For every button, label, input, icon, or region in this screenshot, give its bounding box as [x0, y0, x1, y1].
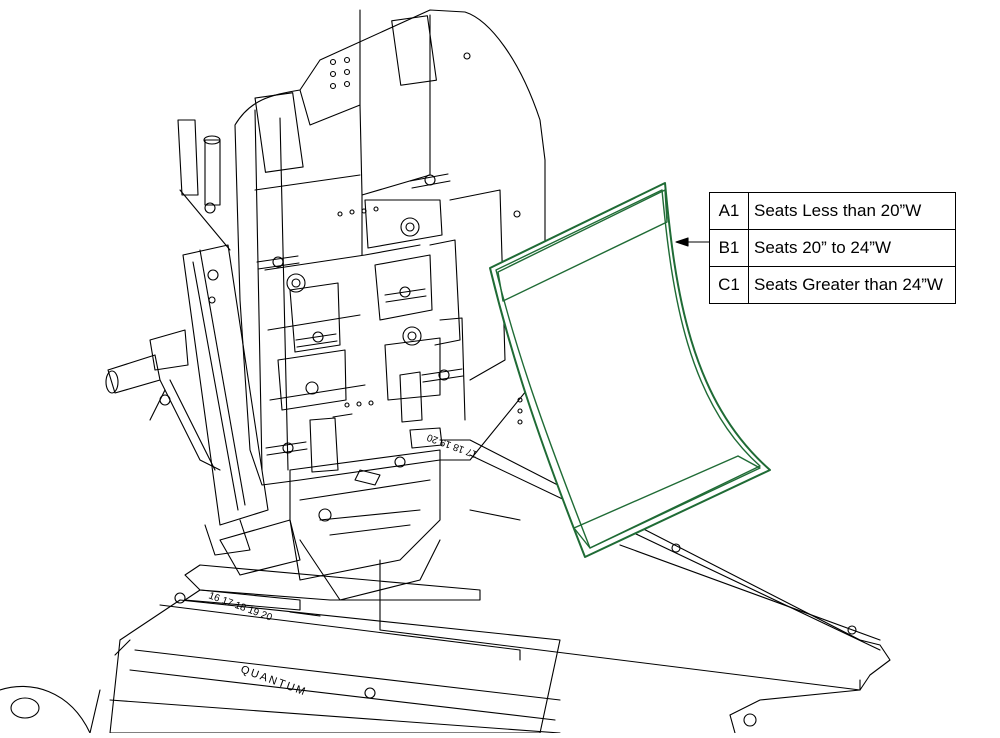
- table-row: C1 Seats Greater than 24”W: [709, 266, 956, 304]
- adjustment-slots: [256, 173, 464, 456]
- table-cell-code: B1: [709, 229, 749, 267]
- mounting-holes: [329, 52, 523, 425]
- table-cell-description: Seats Less than 20”W: [748, 192, 956, 230]
- seat-width-label: [489, 182, 771, 558]
- slide-tray: [184, 439, 891, 734]
- table-row: B1 Seats 20” to 24”W: [709, 229, 956, 267]
- rail-scale-text: 17 18 19 20: [425, 431, 479, 460]
- seat-width-table: A1 Seats Less than 20”W B1 Seats 20” to …: [709, 192, 956, 304]
- table-row: A1 Seats Less than 20”W: [709, 192, 956, 230]
- backrest-plate: [234, 9, 546, 486]
- base-platform: [0, 592, 561, 734]
- hinge-mechanism: [219, 449, 441, 601]
- table-cell-description: Seats 20” to 24”W: [748, 229, 956, 267]
- table-cell-description: Seats Greater than 24”W: [748, 266, 956, 304]
- left-upright-post: [105, 119, 269, 556]
- table-cell-code: A1: [709, 192, 749, 230]
- callout-arrow: [675, 237, 710, 247]
- table-cell-code: C1: [709, 266, 749, 304]
- scale-markings: 16 17 18 19 20 17 18 19 20 QUANTUM: [207, 431, 479, 699]
